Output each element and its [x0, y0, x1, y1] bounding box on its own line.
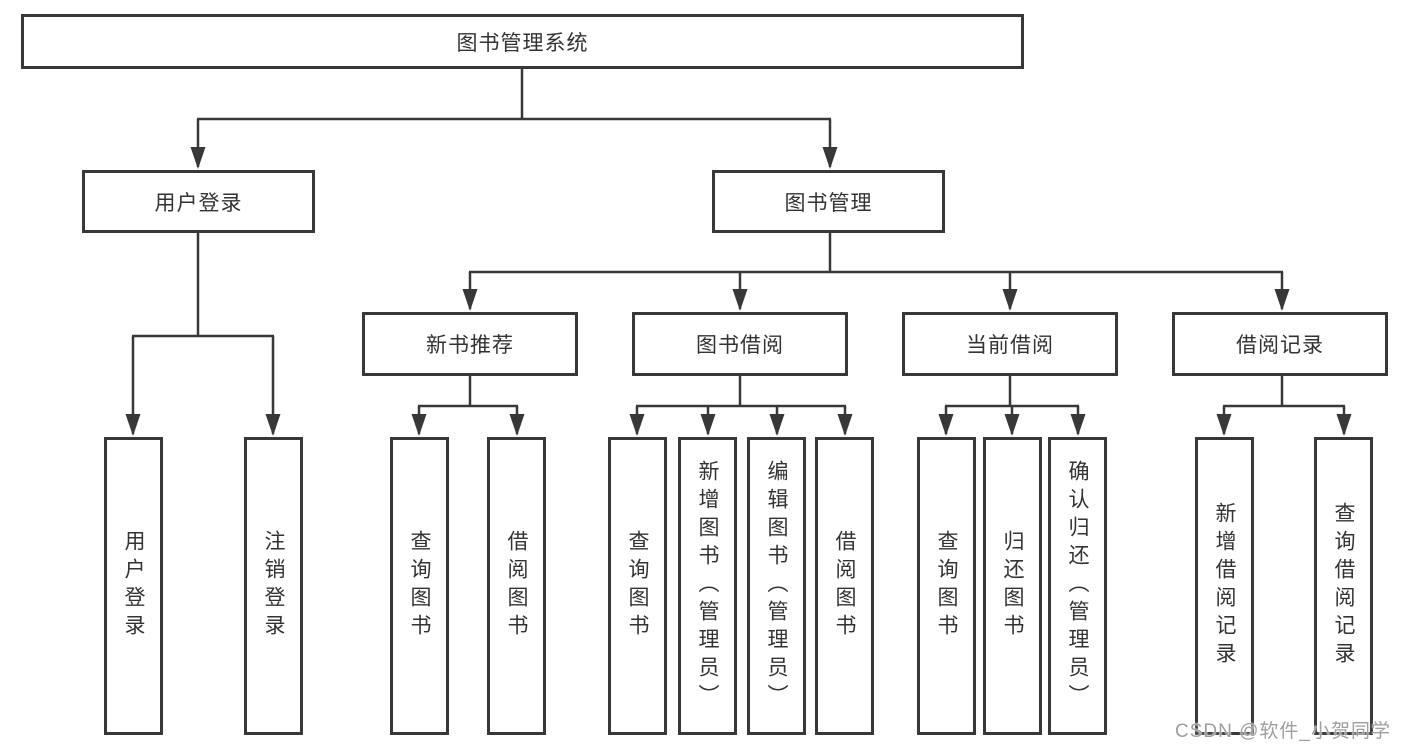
node-label: 借阅图书 [505, 530, 528, 642]
node-label: 图书管理系统 [456, 31, 589, 55]
node-label: 编辑图书（管理员） [765, 460, 788, 712]
node-label: 新增借阅记录 [1213, 502, 1236, 670]
node-label: 用户登录 [122, 530, 145, 642]
node-label: 当前借阅 [966, 334, 1054, 357]
node-label: 新增图书（管理员） [696, 460, 719, 712]
leaf-bw-edit-books-admin: 编辑图书（管理员） [747, 437, 806, 735]
node-label: 归还图书 [1001, 530, 1024, 642]
node-borrow-records: 借阅记录 [1172, 312, 1388, 376]
node-label: 用户登录 [154, 191, 243, 215]
node-label: 新书推荐 [426, 334, 514, 357]
leaf-logout: 注销登录 [244, 437, 303, 735]
node-user-login: 用户登录 [82, 170, 315, 233]
node-label: 查询图书 [626, 530, 649, 642]
leaf-nb-query-books: 查询图书 [390, 437, 449, 735]
node-library-system: 图书管理系统 [21, 14, 1024, 69]
node-label: 查询图书 [408, 530, 431, 642]
node-label: 图书管理 [784, 191, 873, 215]
node-label: 确认归还（管理员） [1066, 460, 1089, 712]
node-book-borrowing: 图书借阅 [632, 312, 848, 376]
node-label: 借阅记录 [1236, 334, 1324, 357]
leaf-bw-borrow-books: 借阅图书 [815, 437, 874, 735]
node-book-management: 图书管理 [712, 170, 945, 233]
node-label: 图书借阅 [696, 334, 784, 357]
node-label: 注销登录 [262, 530, 285, 642]
leaf-user-login: 用户登录 [104, 437, 163, 735]
node-new-book-recommend: 新书推荐 [362, 312, 578, 376]
node-label: 查询借阅记录 [1332, 502, 1355, 670]
node-label: 借阅图书 [833, 530, 856, 642]
leaf-cu-return-books: 归还图书 [983, 437, 1042, 735]
leaf-rc-query-record: 查询借阅记录 [1314, 437, 1373, 735]
leaf-rc-add-record: 新增借阅记录 [1195, 437, 1254, 735]
leaf-bw-add-books-admin: 新增图书（管理员） [678, 437, 737, 735]
leaf-cu-query-books: 查询图书 [917, 437, 976, 735]
node-label: 查询图书 [935, 530, 958, 642]
leaf-nb-borrow-books: 借阅图书 [487, 437, 546, 735]
leaf-cu-confirm-return-admin: 确认归还（管理员） [1048, 437, 1107, 735]
leaf-bw-query-books: 查询图书 [608, 437, 667, 735]
node-current-borrowing: 当前借阅 [902, 312, 1118, 376]
